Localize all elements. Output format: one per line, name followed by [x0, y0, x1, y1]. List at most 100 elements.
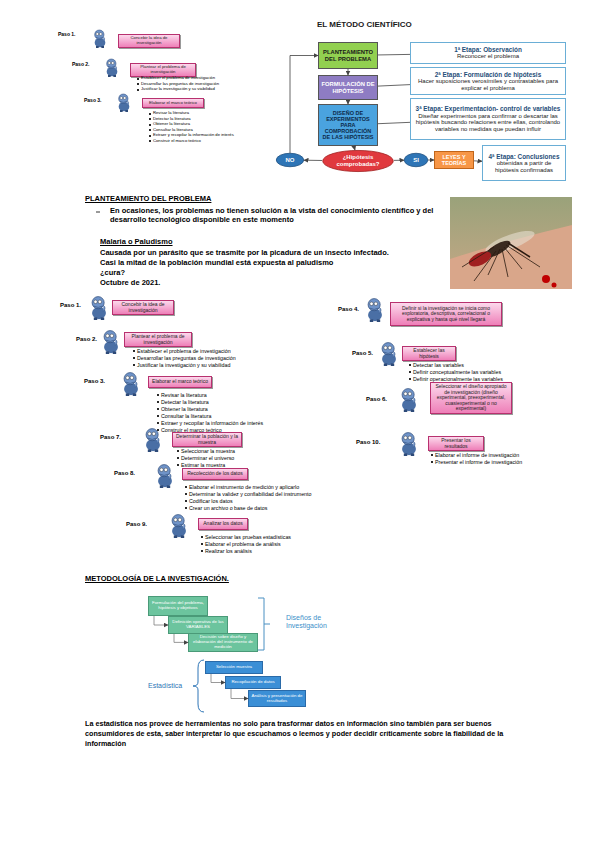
bullet-item: Elaborar el informe de investigación: [430, 452, 585, 458]
stage-box: 4ª Etapa: Conclusionesobtenidas a partir…: [482, 145, 566, 181]
step-box: Concebir la idea de investigación: [118, 34, 180, 48]
step-label: Paso 2.: [72, 62, 102, 68]
connector: [378, 54, 410, 56]
node-title: Decisión sobre diseño y elaboración del …: [191, 635, 255, 650]
body-text: ¿cura?: [100, 269, 200, 278]
step-box: Plantear el problema de investigación: [124, 332, 192, 347]
step-box: Seleccionar el diseño apropiado de inves…: [430, 382, 512, 414]
section-heading: METODOLOGÍA DE LA INVESTIGACIÓN.: [85, 575, 335, 584]
node-title: Determinar la población y la muestra: [175, 434, 239, 445]
node-title: Definir si la investigación se inicia co…: [393, 306, 499, 323]
method-box: Formulación del problema, hipótesis y ob…: [148, 596, 208, 616]
bullet-item: Consultar la literatura: [148, 128, 263, 133]
step-box: Concebir la idea de investigación: [112, 300, 174, 315]
bullet-item: Extraer y recopilar la información de in…: [148, 133, 263, 138]
mosquito-photo: [450, 197, 572, 289]
step-label: Paso 3.: [84, 98, 114, 104]
step-label: Paso 7.: [100, 434, 130, 441]
answer-oval: NO: [276, 153, 304, 167]
bullet-item: Detectar la literatura: [148, 117, 263, 122]
connector: [378, 85, 410, 86]
bullet-item: Justificar la investigación y su viabili…: [136, 87, 241, 92]
method-box: Recopilación de datos: [225, 676, 281, 689]
step-label: Paso 2.: [76, 336, 106, 343]
step-label: Paso 6.: [366, 396, 396, 403]
body-text: Octubre de 2021.: [100, 279, 250, 288]
result-box: LEYES Y TEORÍAS: [434, 151, 474, 169]
body-text: Causada por un parásito que se trasmite …: [100, 249, 450, 258]
node-title: Definición operativa de las VARIABLES: [171, 620, 225, 630]
node-title: Análisis y presentación de resultados: [251, 694, 303, 704]
step-label: Paso 1.: [60, 302, 90, 309]
step-label: Paso 3.: [84, 378, 114, 385]
bracket-label: Estadística: [148, 682, 198, 690]
bullet-item: Codificar los datos: [184, 498, 339, 504]
bullet-item: Detectar la literatura: [156, 399, 311, 405]
node-body: Diseñar experimentos para confirmar o de…: [413, 113, 563, 133]
connector: [474, 160, 482, 161]
bullet-item: Desarrollar las preguntas de investigaci…: [132, 355, 287, 361]
bullet-item: Definir conceptualmente las variables: [408, 369, 563, 375]
bullet-item: Elaborar el instrumento de medición y ap…: [184, 484, 339, 490]
step-box: Establecer las hipótesis: [402, 346, 456, 361]
stage-box: 1ª Etapa: ObservaciónReconocer el proble…: [410, 42, 566, 64]
bullet-item: Extraer y recopilar la información de in…: [156, 420, 311, 426]
node-title: Concebir la idea de investigación: [115, 302, 171, 313]
step-label: Paso 1.: [58, 32, 88, 38]
node-title: 2ª Etapa: Formulación de hipótesis: [435, 71, 541, 78]
bullet-item: Detectar las variables: [408, 362, 563, 368]
step-label: Paso 8.: [114, 470, 144, 477]
process-box: FORMULACIÓN DE HIPÓTESIS: [318, 75, 378, 100]
node-title: LEYES Y TEORÍAS: [437, 154, 471, 166]
bullet-item: Seleccionar la muestra: [176, 448, 331, 454]
method-box: Definición operativa de las VARIABLES: [168, 616, 228, 634]
step-box: Definir si la investigación se inicia co…: [390, 302, 502, 326]
step-label: Paso 4.: [338, 306, 368, 313]
method-box: Selección muestra: [205, 661, 263, 674]
connector: [354, 146, 355, 150]
body-text: En ocasiones, los problemas no tienen so…: [110, 207, 440, 224]
stage-box: 2ª Etapa: Formulación de hipótesisHacer …: [410, 67, 566, 95]
method-box: Decisión sobre diseño y elaboración del …: [188, 633, 258, 652]
connector: [290, 56, 318, 154]
diagram-title: EL MÉTODO CIENTÍFICO: [317, 20, 467, 29]
bullet-item: Presentar el informe de investigación: [430, 459, 585, 465]
node-title: 1ª Etapa: Observación: [454, 46, 522, 53]
node-title: 3ª Etapa: Experimentación- control de va…: [416, 105, 561, 112]
bullet-item: Revisar la literatura: [148, 111, 263, 116]
bullet-item: Definir operacionalmente las variables: [408, 376, 563, 382]
node-body: Reconocer el problema: [457, 53, 519, 60]
oval-shape: [323, 150, 394, 171]
step-box: Elaborar el marco teórico: [142, 98, 204, 108]
oval-shape: [276, 153, 303, 166]
step-label: Paso 10.: [356, 439, 391, 446]
step-label: Paso 9.: [126, 521, 156, 528]
bullet-item: Determinar la validez y confiabilidad de…: [184, 491, 339, 497]
node-title: Plantear el problema de investigación: [133, 65, 193, 75]
node-body: Hacer suposiciones verosímiles y contras…: [413, 78, 563, 91]
brace: [193, 660, 204, 712]
bullet-item: Crear un archivo o base de datos: [184, 505, 339, 511]
node-title: Recopilación de datos: [231, 680, 274, 685]
method-box: Análisis y presentación de resultados: [248, 690, 306, 707]
node-title: Recolección de los datos: [187, 471, 243, 477]
step-box: Recolección de los datos: [182, 468, 248, 480]
bullet-item: Revisar la literatura: [156, 392, 311, 398]
connector: [231, 689, 248, 699]
node-title: Presentar los resultados: [431, 438, 481, 449]
node-title: 4ª Etapa: Conclusiones: [489, 153, 560, 160]
node-title: Elaborar el marco teórico: [149, 101, 197, 106]
connector: [394, 160, 404, 161]
bullet-item: Obtener la literatura: [156, 406, 311, 412]
step-box: Analizar los datos: [198, 518, 248, 530]
connector: [211, 674, 225, 683]
connector: [174, 634, 188, 642]
bullet-item: Consultar la literatura: [156, 413, 311, 419]
node-title: Seleccionar el diseño apropiado de inves…: [433, 384, 509, 412]
node-title: NO: [286, 157, 295, 164]
bullet-item: Elaborar el problema de análisis: [200, 541, 355, 547]
node-title: PLANTEAMIENTO DEL PROBLEMA: [321, 49, 375, 62]
node-title: Establecer las hipótesis: [405, 348, 453, 359]
bullet-item: Desarrollar las preguntas de investigaci…: [136, 82, 241, 87]
bracket: [258, 598, 270, 650]
